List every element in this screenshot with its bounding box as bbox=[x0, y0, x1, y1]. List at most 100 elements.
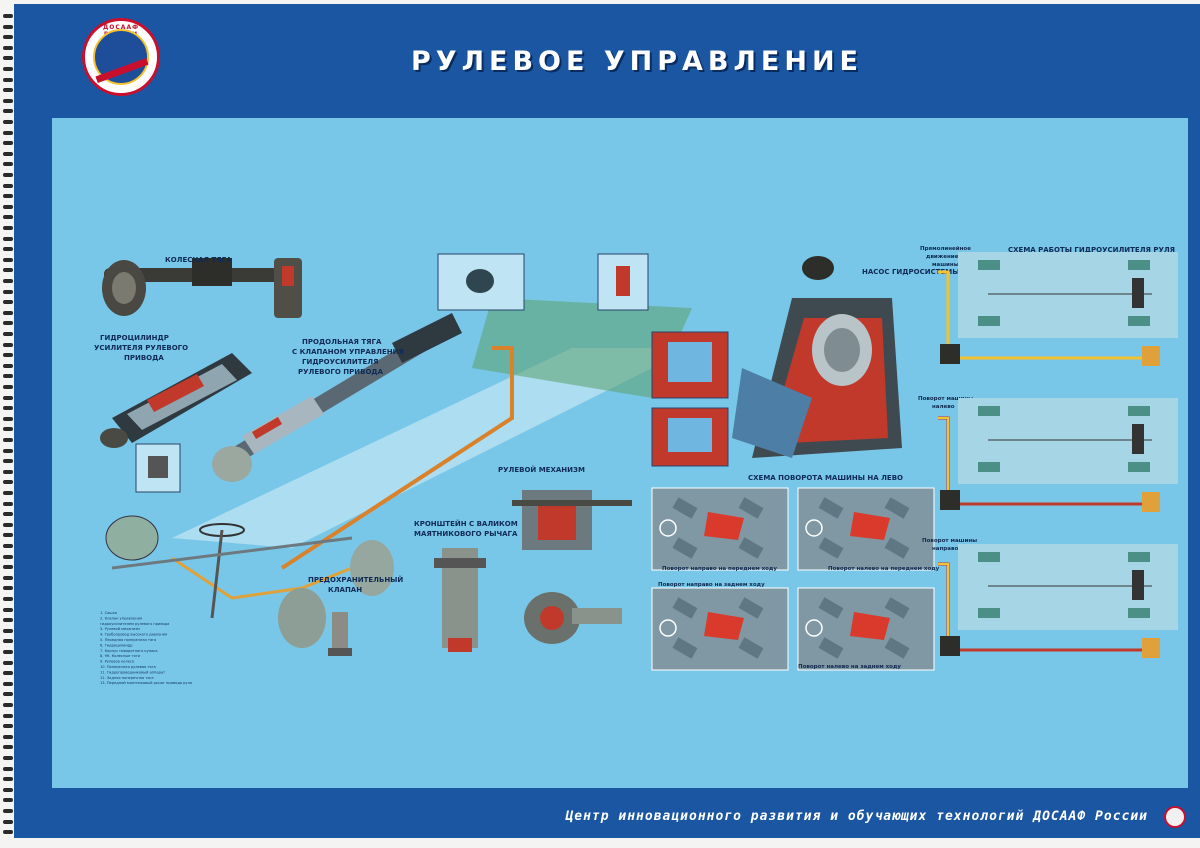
label-straight-1: Прямолинейное bbox=[920, 245, 971, 252]
binding-ring bbox=[3, 385, 13, 389]
binding-ring bbox=[3, 45, 13, 50]
binding-ring bbox=[3, 35, 13, 40]
binding-ring bbox=[3, 618, 13, 623]
control-valve bbox=[940, 490, 960, 510]
label-left-turn-1: Поворот машины bbox=[918, 396, 973, 402]
wheel-rod-assembly bbox=[102, 258, 302, 318]
wheel bbox=[1128, 462, 1150, 472]
wheel bbox=[738, 497, 764, 519]
wheel bbox=[884, 497, 910, 519]
legend-line: 9. Рулевое колесо bbox=[100, 660, 134, 664]
turn-caption: Поворот направо на переднем ходу bbox=[662, 566, 777, 572]
binding-ring bbox=[3, 586, 13, 591]
binding-ring bbox=[3, 109, 13, 114]
binding-ring bbox=[3, 522, 13, 527]
wheel bbox=[884, 637, 910, 659]
binding-ring bbox=[3, 724, 13, 729]
binding-ring bbox=[3, 777, 13, 782]
binding-ring bbox=[3, 257, 13, 262]
label-hydrocylinder-3: ПРИВОДА bbox=[124, 354, 164, 362]
binding-ring bbox=[3, 120, 13, 124]
label-safety-valve-1: ПРЕДОХРАНИТЕЛЬНЫЙ bbox=[308, 575, 403, 584]
turn-arrow bbox=[704, 512, 744, 540]
steering-wheel-icon bbox=[805, 519, 823, 537]
binding-ring bbox=[3, 332, 13, 336]
legend-line: 7. Корпус поворотного кулака bbox=[100, 649, 158, 653]
control-valve bbox=[940, 636, 960, 656]
bracket-assembly bbox=[434, 548, 486, 652]
label-left-turn-2: налево bbox=[932, 404, 955, 410]
binding-ring bbox=[3, 215, 13, 220]
binding-ring bbox=[3, 448, 13, 453]
hydraulic-line-return bbox=[171, 556, 353, 600]
binding-ring bbox=[3, 67, 13, 71]
legend-line: 4. Трубопровод высокого давления bbox=[100, 633, 167, 637]
wheel bbox=[818, 537, 844, 559]
label-hydrocylinder-2: УСИЛИТЕЛЯ РУЛЕВОГО bbox=[94, 344, 188, 352]
binding-ring bbox=[3, 173, 13, 177]
binding-ring bbox=[3, 671, 13, 676]
turn-caption: Поворот налево на заднем ходу bbox=[798, 664, 901, 670]
binding-ring bbox=[3, 289, 13, 294]
binding-ring bbox=[3, 300, 13, 305]
binding-ring bbox=[3, 279, 13, 283]
legend-line: 13. Передний маятниковый рычаг привода р… bbox=[100, 681, 192, 685]
legend-line: 12. Задняя поперечная тяга bbox=[100, 676, 154, 680]
binding-ring bbox=[3, 363, 13, 368]
binding-ring bbox=[3, 544, 13, 548]
binding-ring bbox=[3, 204, 13, 209]
radiator bbox=[1132, 570, 1144, 600]
binding-ring bbox=[3, 533, 13, 538]
wheel bbox=[1128, 260, 1150, 270]
binding-ring bbox=[3, 787, 13, 792]
binding-ring bbox=[3, 268, 13, 273]
binding-ring bbox=[3, 745, 13, 750]
legend-line: 1. Сошка bbox=[100, 611, 117, 615]
turn-arrow bbox=[850, 512, 890, 540]
wheel bbox=[978, 608, 1000, 618]
frame-plate bbox=[472, 298, 692, 398]
label-steering-mechanism: РУЛЕВОЙ МЕХАНИЗМ bbox=[498, 465, 585, 474]
control-valve bbox=[940, 344, 960, 364]
binding-ring bbox=[3, 183, 13, 188]
page-title: РУЛЕВОЕ УПРАВЛЕНИЕ bbox=[410, 46, 864, 77]
steering-wheel-icon bbox=[659, 519, 677, 537]
binding-ring bbox=[3, 416, 13, 421]
wheel bbox=[884, 537, 910, 559]
longitudinal-rod bbox=[232, 313, 462, 460]
binding-ring bbox=[3, 459, 13, 464]
binding-ring bbox=[3, 342, 13, 347]
wheel bbox=[672, 597, 698, 619]
radiator bbox=[1132, 424, 1144, 454]
binding-ring bbox=[3, 650, 13, 654]
pump-unit bbox=[1142, 638, 1160, 658]
binding-ring bbox=[3, 819, 13, 824]
binding-ring bbox=[3, 14, 13, 18]
binding-ring bbox=[3, 766, 13, 771]
binding-ring bbox=[3, 310, 13, 315]
binding-ring bbox=[3, 703, 13, 707]
binding-ring bbox=[3, 395, 13, 400]
diagram-panel: КОЛЕСНАЯ ТЯГА ГИДРОЦИЛИНДР УСИЛИТЕЛЯ РУЛ… bbox=[52, 118, 1188, 788]
binding-ring bbox=[3, 734, 13, 739]
wheel bbox=[672, 497, 698, 519]
hydraulic-pump bbox=[732, 256, 902, 458]
label-straight-3: машины bbox=[932, 262, 959, 268]
binding-ring bbox=[3, 374, 13, 379]
turn-caption: Поворот налево на переднем ходу bbox=[828, 566, 940, 572]
wheel bbox=[978, 260, 1000, 270]
steering-diagram: КОЛЕСНАЯ ТЯГА ГИДРОЦИЛИНДР УСИЛИТЕЛЯ РУЛ… bbox=[94, 245, 1178, 685]
spiral-binding bbox=[0, 0, 16, 848]
label-turn-left-scheme: СХЕМА ПОВОРОТА МАШИНЫ НА ЛЕВО bbox=[748, 474, 903, 482]
turn-arrow bbox=[704, 612, 744, 640]
label-longitudinal-rod-2: С КЛАПАНОМ УПРАВЛЕНИЯ bbox=[292, 348, 404, 356]
legend-line: 10. Поперечная рулевая тяга bbox=[100, 665, 156, 669]
binding-ring bbox=[3, 512, 13, 517]
steering-mechanism bbox=[512, 490, 632, 550]
label-safety-valve-2: КЛАПАН bbox=[328, 586, 362, 594]
label-longitudinal-rod-4: РУЛЕВОГО ПРИВОДА bbox=[298, 368, 384, 376]
floor-plane bbox=[172, 348, 692, 548]
booster-scheme-panels bbox=[938, 252, 1178, 658]
wheel bbox=[884, 597, 910, 619]
